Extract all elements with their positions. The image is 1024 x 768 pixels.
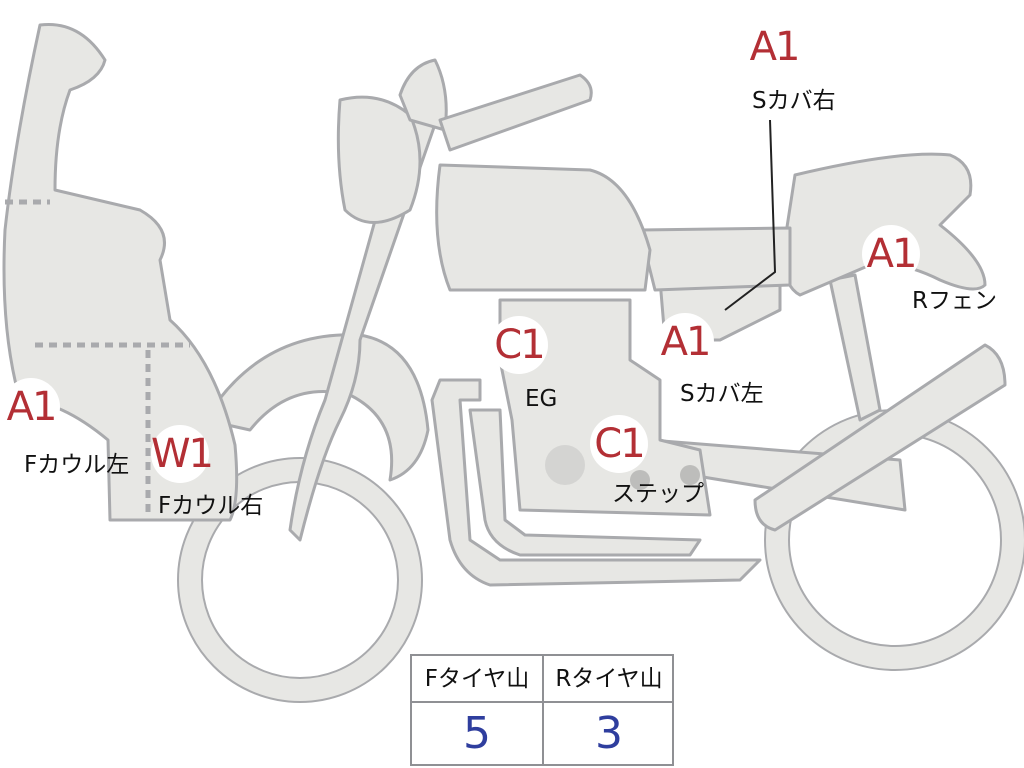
label-s-cover-left: Sカバ左	[680, 381, 764, 407]
label-f-cowl-left: Fカウル左	[24, 452, 130, 478]
front-tire-value: 5	[463, 708, 491, 759]
leader-line	[724, 119, 777, 311]
grade-step: C1	[590, 415, 648, 473]
label-r-fender: Rフェン	[912, 288, 997, 314]
front-cowl	[2, 22, 239, 522]
rear-tire-value: 3	[595, 708, 623, 759]
tire-tread-table: Fタイヤ山 Rタイヤ山 5 3	[410, 654, 674, 766]
seat	[638, 226, 792, 292]
table-divider-vertical	[542, 656, 544, 766]
exhaust-upper	[468, 408, 702, 557]
grade-s-cover-right: A1	[745, 18, 803, 76]
engine-cover	[545, 445, 585, 485]
grade-s-cover-left: A1	[656, 313, 714, 371]
grade-f-cowl-right: W1	[151, 425, 214, 483]
headlight-stay	[336, 95, 422, 224]
rear-shock	[828, 273, 882, 422]
label-step: ステップ	[612, 481, 704, 507]
step-peg-left	[630, 470, 650, 490]
label-s-cover-right: Sカバ右	[752, 88, 836, 114]
step-peg-right	[680, 465, 700, 485]
exhaust-lower	[430, 378, 762, 587]
grade-engine: C1	[490, 316, 548, 374]
fuel-tank	[435, 163, 652, 292]
rear-seat	[782, 152, 987, 297]
handlebar	[438, 73, 593, 152]
front-tire-header: Fタイヤ山	[424, 666, 530, 692]
label-f-cowl-right: Fカウル右	[158, 493, 264, 519]
muffler	[753, 343, 1007, 532]
grade-r-fender: A1	[862, 225, 920, 283]
rear-tire-header: Rタイヤ山	[555, 666, 663, 692]
label-engine: EG	[525, 386, 558, 412]
grade-f-cowl-left: A1	[2, 378, 60, 436]
